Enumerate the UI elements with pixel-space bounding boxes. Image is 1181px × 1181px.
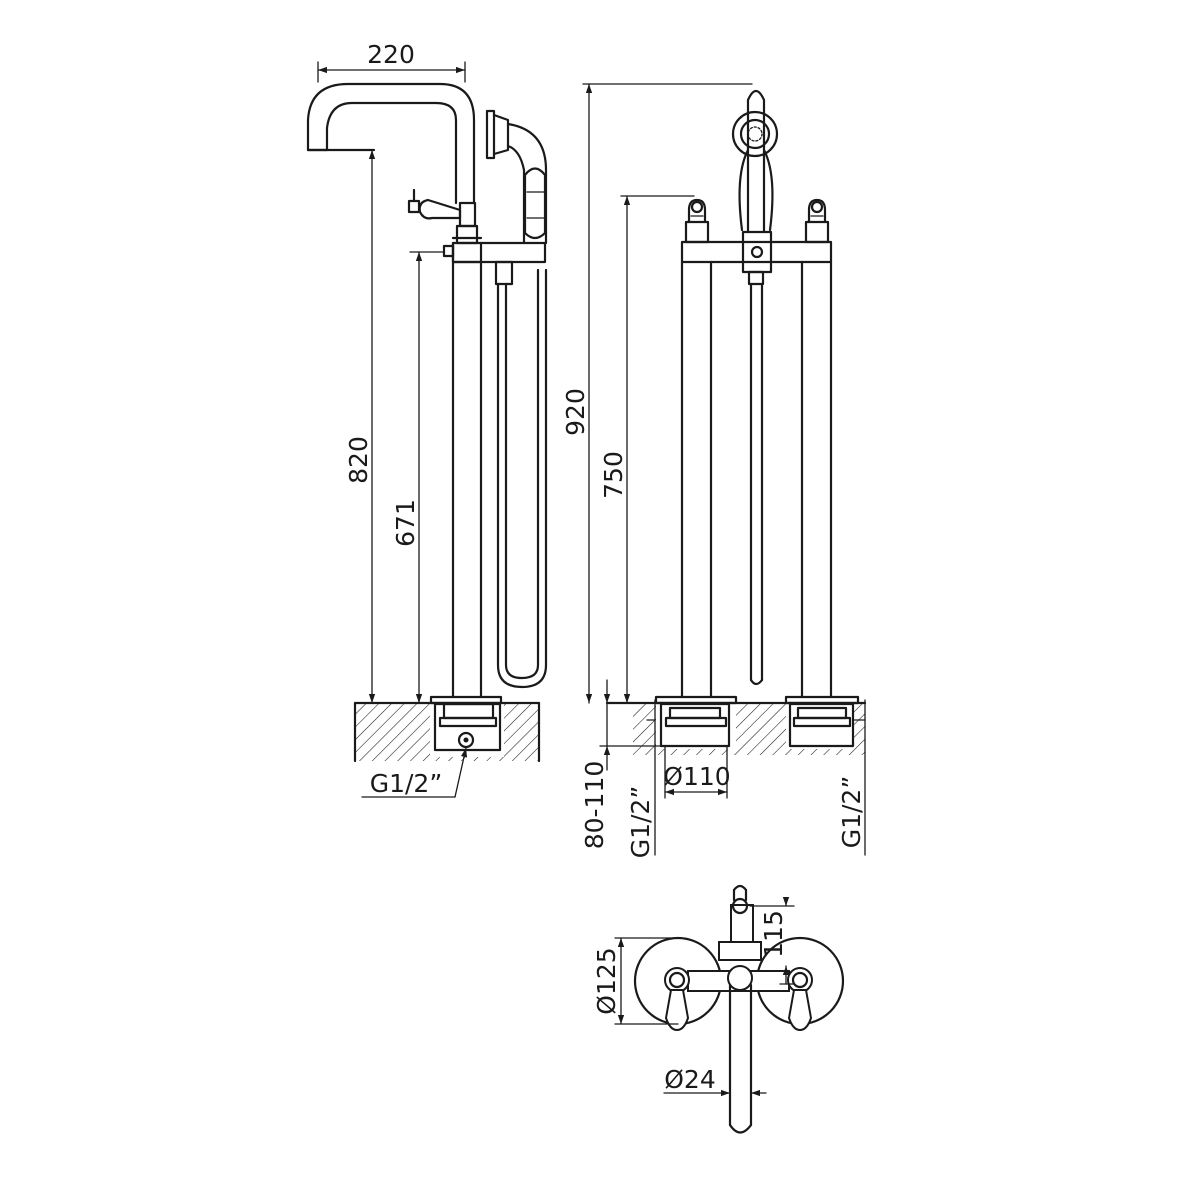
front-inlet-box-left xyxy=(659,702,731,748)
top-spout-pipe xyxy=(727,965,753,1134)
dim-thread-right: G1/2” xyxy=(837,699,866,856)
front-base-plate-left xyxy=(654,695,738,705)
side-column xyxy=(451,241,483,699)
side-hose xyxy=(494,260,548,689)
dim-hose-115-label: 115 xyxy=(759,910,788,958)
dim-820: 820 xyxy=(344,149,376,704)
dim-671-label: 671 xyxy=(391,499,420,547)
front-column-left xyxy=(680,260,713,699)
front-valve-left xyxy=(684,198,710,244)
dim-920-label: 920 xyxy=(561,388,590,436)
dim-220: 220 xyxy=(317,40,466,83)
side-floor-hatch xyxy=(353,701,541,763)
dim-pipe-24: Ø24 xyxy=(663,1065,767,1097)
dim-80-110-label: 80-110 xyxy=(580,761,609,850)
dim-pipe-24-label: Ø24 xyxy=(664,1065,716,1094)
front-shower-riser xyxy=(738,89,774,686)
front-valve-right xyxy=(804,198,830,244)
front-base-plate-right xyxy=(784,695,860,705)
front-shower-head xyxy=(731,110,779,158)
dim-750-label: 750 xyxy=(599,451,628,499)
dim-671: 671 xyxy=(391,251,444,704)
front-crossbar xyxy=(680,230,833,286)
dim-thread-left-label: G1/2” xyxy=(626,786,655,859)
side-thread-leader: G1/2” xyxy=(361,747,468,798)
side-thread-label: G1/2” xyxy=(370,769,443,798)
side-hand-shower xyxy=(485,109,548,245)
top-hose-connection xyxy=(718,884,762,961)
dim-flange-125: Ø125 xyxy=(592,937,679,1025)
dim-hose-115: 115 xyxy=(749,897,795,985)
top-valve-right xyxy=(787,967,813,1032)
top-valve-left xyxy=(664,967,690,1032)
dim-thread-left: G1/2” xyxy=(626,699,656,859)
dim-flange-125-label: Ø125 xyxy=(592,947,621,1014)
front-floor-hatch xyxy=(605,701,867,755)
side-view: 220 820 671 G1/2” xyxy=(306,40,548,798)
dim-920: 920 xyxy=(561,83,753,704)
dim-220-label: 220 xyxy=(367,40,415,69)
side-lever-handle xyxy=(407,188,462,220)
dim-80-110: 80-110 xyxy=(580,679,662,850)
dim-820-label: 820 xyxy=(344,436,373,484)
top-view: Ø125 Ø24 115 xyxy=(592,884,845,1134)
side-base-plate xyxy=(429,695,503,705)
front-inlet-box-right xyxy=(788,702,855,748)
front-view: 920 750 80-110 G1/2” Ø110 xyxy=(561,83,867,859)
dim-flange-110-label: Ø110 xyxy=(663,762,730,791)
side-spout xyxy=(306,82,476,205)
dim-750: 750 xyxy=(599,195,695,704)
front-column-right xyxy=(800,260,833,699)
dim-thread-right-label: G1/2” xyxy=(837,776,866,849)
dim-flange-110: Ø110 xyxy=(663,745,731,799)
